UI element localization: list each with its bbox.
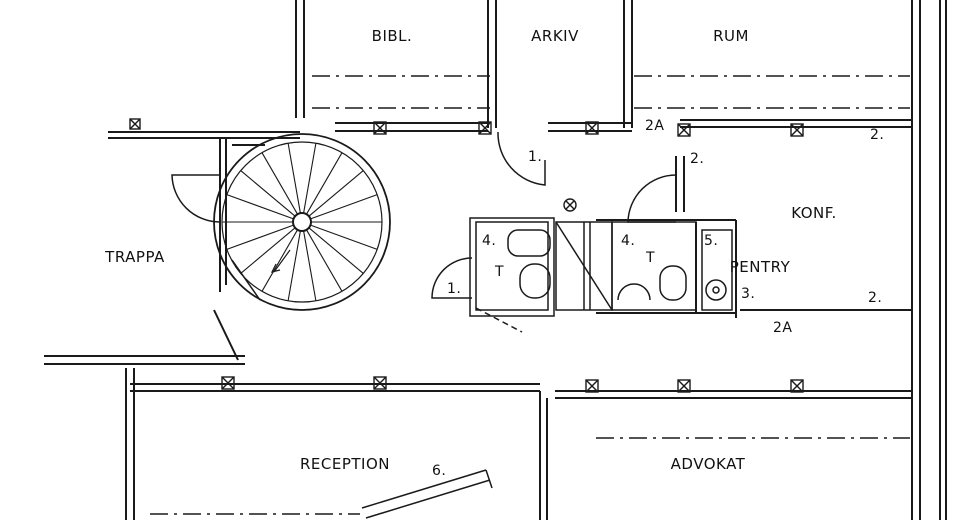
stair-tread	[240, 227, 296, 274]
code-label: 4.	[621, 233, 635, 249]
room-label-trappa: TRAPPA	[104, 248, 165, 266]
stair-tread	[303, 143, 317, 214]
stair-tread	[308, 227, 364, 274]
door-wc1-swing	[475, 307, 523, 333]
code-labels: 1. 1. 2A 2. 2. 2. 2A 3. 4. 4. 5. 6. T T	[432, 118, 884, 479]
spiral-staircase	[213, 133, 391, 311]
code-label: 1.	[528, 149, 542, 165]
door-wc2	[627, 174, 677, 223]
marker-5	[790, 123, 804, 137]
code-label: 5.	[704, 233, 718, 249]
marker-4	[677, 123, 691, 137]
stair-tread	[261, 152, 298, 215]
room-label-arkiv: ARKIV	[531, 27, 579, 45]
room-label-reception: RECEPTION	[300, 455, 390, 473]
marker-3	[585, 121, 599, 135]
code-label: 2.	[870, 127, 884, 143]
room-label-pentry: PENTRY	[730, 258, 791, 276]
marker-8	[373, 376, 387, 390]
marker-12	[129, 118, 141, 130]
stair-tread	[287, 143, 301, 214]
room-label-rum: RUM	[713, 27, 749, 45]
room-label-bibl: BIBL.	[372, 27, 413, 45]
code-label: 3.	[741, 286, 755, 302]
stair-tread	[306, 152, 343, 215]
room-label-advokat: ADVOKAT	[671, 455, 746, 473]
door-trappa	[171, 174, 221, 223]
marker-1	[373, 121, 387, 135]
code-label: 2A	[645, 118, 664, 134]
marker-group	[129, 118, 804, 393]
room-labels: BIBL. ARKIV RUM KONF. TRAPPA PENTRY RECE…	[104, 27, 837, 473]
code-label: 2A	[773, 320, 792, 336]
marker-6	[563, 198, 577, 212]
stair-tread	[240, 170, 296, 217]
dash-dot-lines	[150, 75, 910, 515]
stair-tread	[306, 229, 343, 292]
marker-11	[790, 379, 804, 393]
fixtures	[469, 217, 733, 317]
door-wc1	[431, 257, 473, 299]
stair-tread	[303, 230, 317, 301]
stair-tread	[226, 224, 294, 250]
code-label: T	[645, 250, 655, 266]
marker-2	[478, 121, 492, 135]
stair-tread	[308, 170, 364, 217]
stair-tread	[310, 224, 378, 250]
marker-7	[221, 376, 235, 390]
stair-tread	[226, 194, 294, 220]
marker-9	[585, 379, 599, 393]
room-label-konf: KONF.	[791, 204, 837, 222]
stair-tread	[287, 230, 301, 301]
code-label: 2.	[868, 290, 882, 306]
stair-tread	[310, 194, 378, 220]
code-label: 6.	[432, 463, 446, 479]
code-label: T	[494, 264, 504, 280]
code-label: 4.	[482, 233, 496, 249]
walls	[44, 0, 947, 520]
code-label: 1.	[447, 281, 461, 297]
doors	[171, 131, 677, 519]
stair-tread	[261, 229, 298, 292]
door-arkiv	[497, 131, 546, 186]
marker-10	[677, 379, 691, 393]
code-label: 2.	[690, 151, 704, 167]
